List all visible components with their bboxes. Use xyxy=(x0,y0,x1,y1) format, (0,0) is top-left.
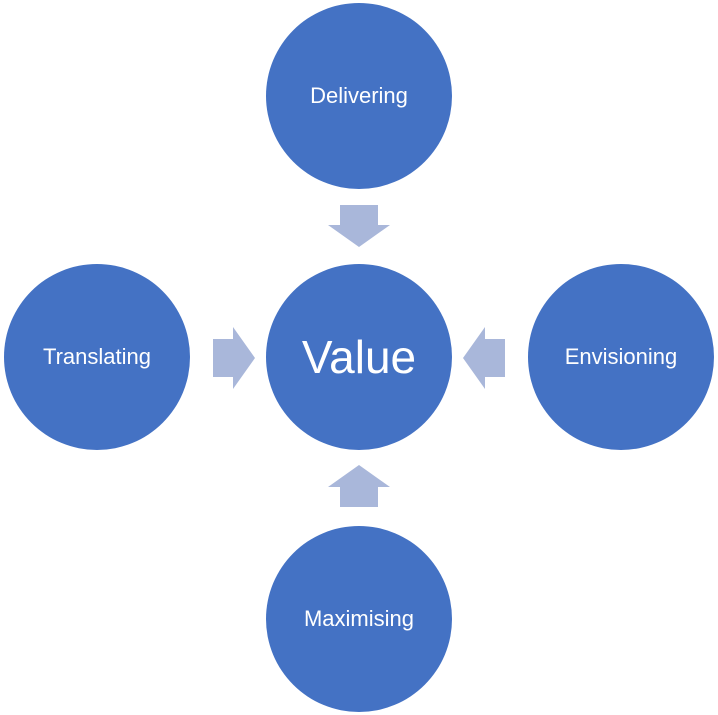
arrow-up-icon xyxy=(328,465,390,507)
node-translating: Translating xyxy=(4,264,190,450)
arrow-down-icon xyxy=(328,205,390,247)
node-delivering: Delivering xyxy=(266,3,452,189)
node-maximising: Maximising xyxy=(266,526,452,712)
node-envisioning: Envisioning xyxy=(528,264,714,450)
arrow-right-icon xyxy=(213,327,255,389)
node-value: Value xyxy=(266,264,452,450)
node-value-label: Value xyxy=(301,331,417,383)
node-translating-label: Translating xyxy=(42,344,151,369)
node-delivering-label: Delivering xyxy=(310,83,408,108)
node-maximising-label: Maximising xyxy=(303,606,415,631)
arrow-left-icon xyxy=(463,327,505,389)
node-envisioning-label: Envisioning xyxy=(564,344,678,369)
